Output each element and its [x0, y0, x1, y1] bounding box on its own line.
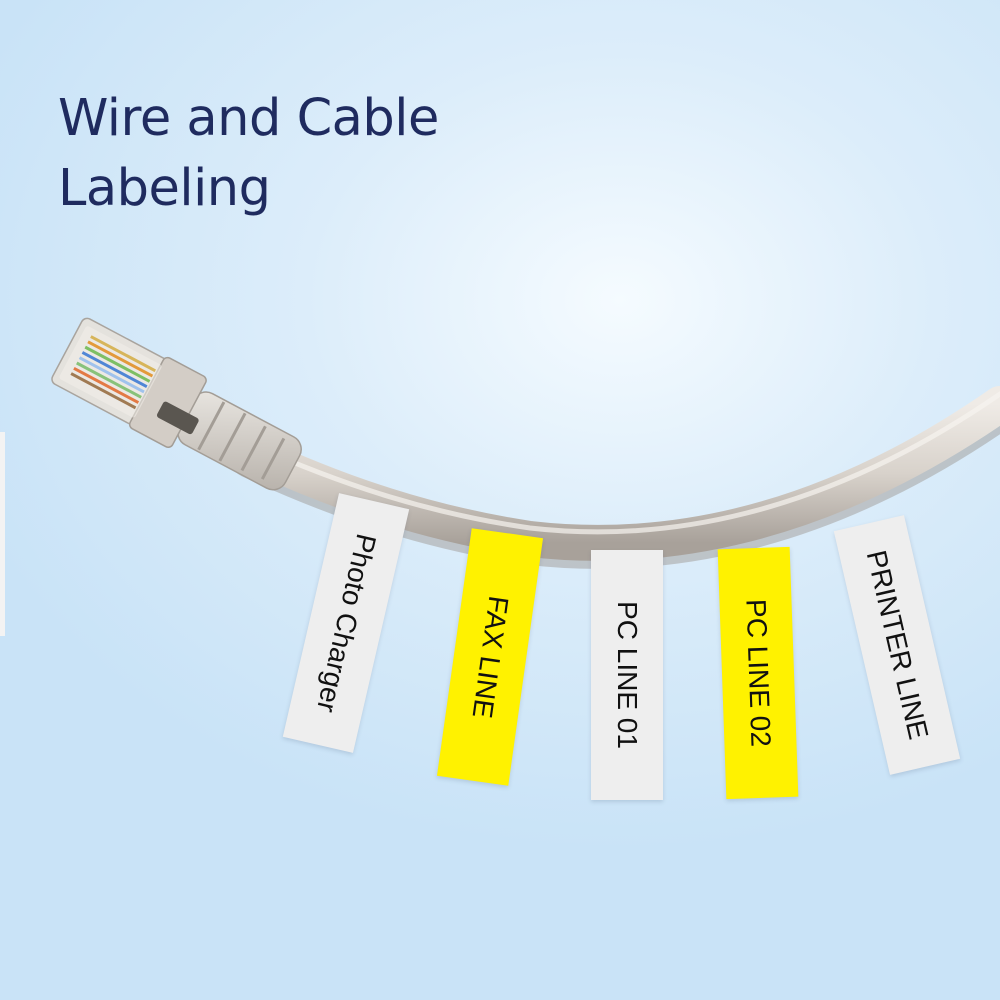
headline-line-1: Wire and Cable	[58, 89, 439, 148]
rj45-plug	[51, 317, 207, 448]
cable-label-text: PC LINE 01	[612, 601, 643, 749]
headline-line-2: Labeling	[58, 159, 271, 218]
edge-mark	[0, 432, 5, 636]
cable-highlight	[252, 391, 1000, 535]
headline: Wire and Cable Labeling	[58, 84, 618, 224]
cable-label-pc-line-02: PC LINE 02	[717, 546, 799, 800]
cable-body	[232, 386, 1000, 561]
cable-label-pc-line-01: PC LINE 01	[591, 550, 663, 800]
cable-label-text: PC LINE 02	[740, 598, 777, 748]
connector-boot	[177, 391, 302, 491]
cable-label-text: FAX LINE	[466, 594, 515, 721]
